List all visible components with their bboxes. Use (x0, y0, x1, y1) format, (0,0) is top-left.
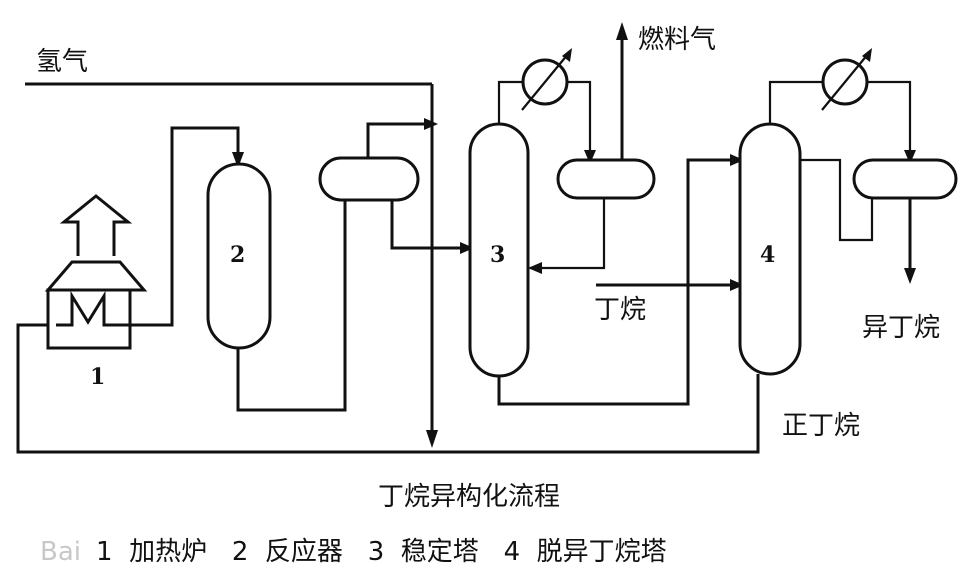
recycle-line (16, 323, 760, 454)
arrow-into-receiver-4 (904, 150, 916, 164)
hydrogen-label: 氢气 (36, 47, 88, 77)
watermark: Bai (40, 537, 81, 567)
unit-1-number: 1 (90, 364, 105, 390)
arrow-down-main (426, 430, 438, 448)
diagram-title: 丁烷异构化流程 (378, 482, 560, 512)
separator-to-stabilizer-line (390, 200, 470, 250)
reflux-4-line (800, 158, 874, 242)
reactor-to-separator-line (236, 200, 347, 412)
unit-4-number: 4 (760, 242, 775, 268)
n-butane-label: 正丁烷 (782, 411, 860, 441)
furnace-coil (56, 290, 130, 327)
arrow-into-reactor (232, 152, 244, 168)
arrow-fuel-gas (616, 22, 628, 40)
separator-drum (318, 156, 420, 202)
arrow-reflux-3 (528, 262, 542, 274)
separator-to-h2-line (366, 122, 432, 158)
butane-label: 丁烷 (594, 295, 646, 325)
arrow-to-h2-line (424, 118, 438, 130)
fuel-gas-label: 燃料气 (638, 25, 716, 55)
arrow-into-deisobutanizer-top (730, 154, 744, 166)
furnace-stack-arrow (59, 194, 133, 256)
heating-furnace (44, 194, 148, 350)
arrow-into-receiver-3 (584, 150, 596, 164)
condenser-3-slash (521, 53, 569, 111)
arrow-butane-feed (730, 279, 744, 291)
receiver-drum-3 (556, 158, 656, 200)
arrow-into-stabilizer (460, 242, 474, 254)
isobutane-label: 异丁烷 (862, 313, 940, 343)
stabilizer-to-deisobutanizer-line (497, 158, 740, 406)
condenser-4-slash (821, 53, 869, 111)
furnace-hood (44, 260, 148, 292)
condenser-3-arrowhead (562, 48, 572, 62)
reflux-3-line (530, 198, 606, 270)
unit-2-number: 2 (230, 242, 245, 268)
unit-3-number: 3 (490, 242, 505, 268)
arrow-isobutane (904, 268, 916, 284)
furnace-to-reactor-line (130, 126, 240, 327)
receiver-drum-4 (852, 158, 958, 200)
diagram-legend: 1 加热炉 2 反应器 3 稳定塔 4 脱异丁烷塔 (96, 537, 667, 567)
condenser-4-arrowhead (862, 48, 872, 62)
